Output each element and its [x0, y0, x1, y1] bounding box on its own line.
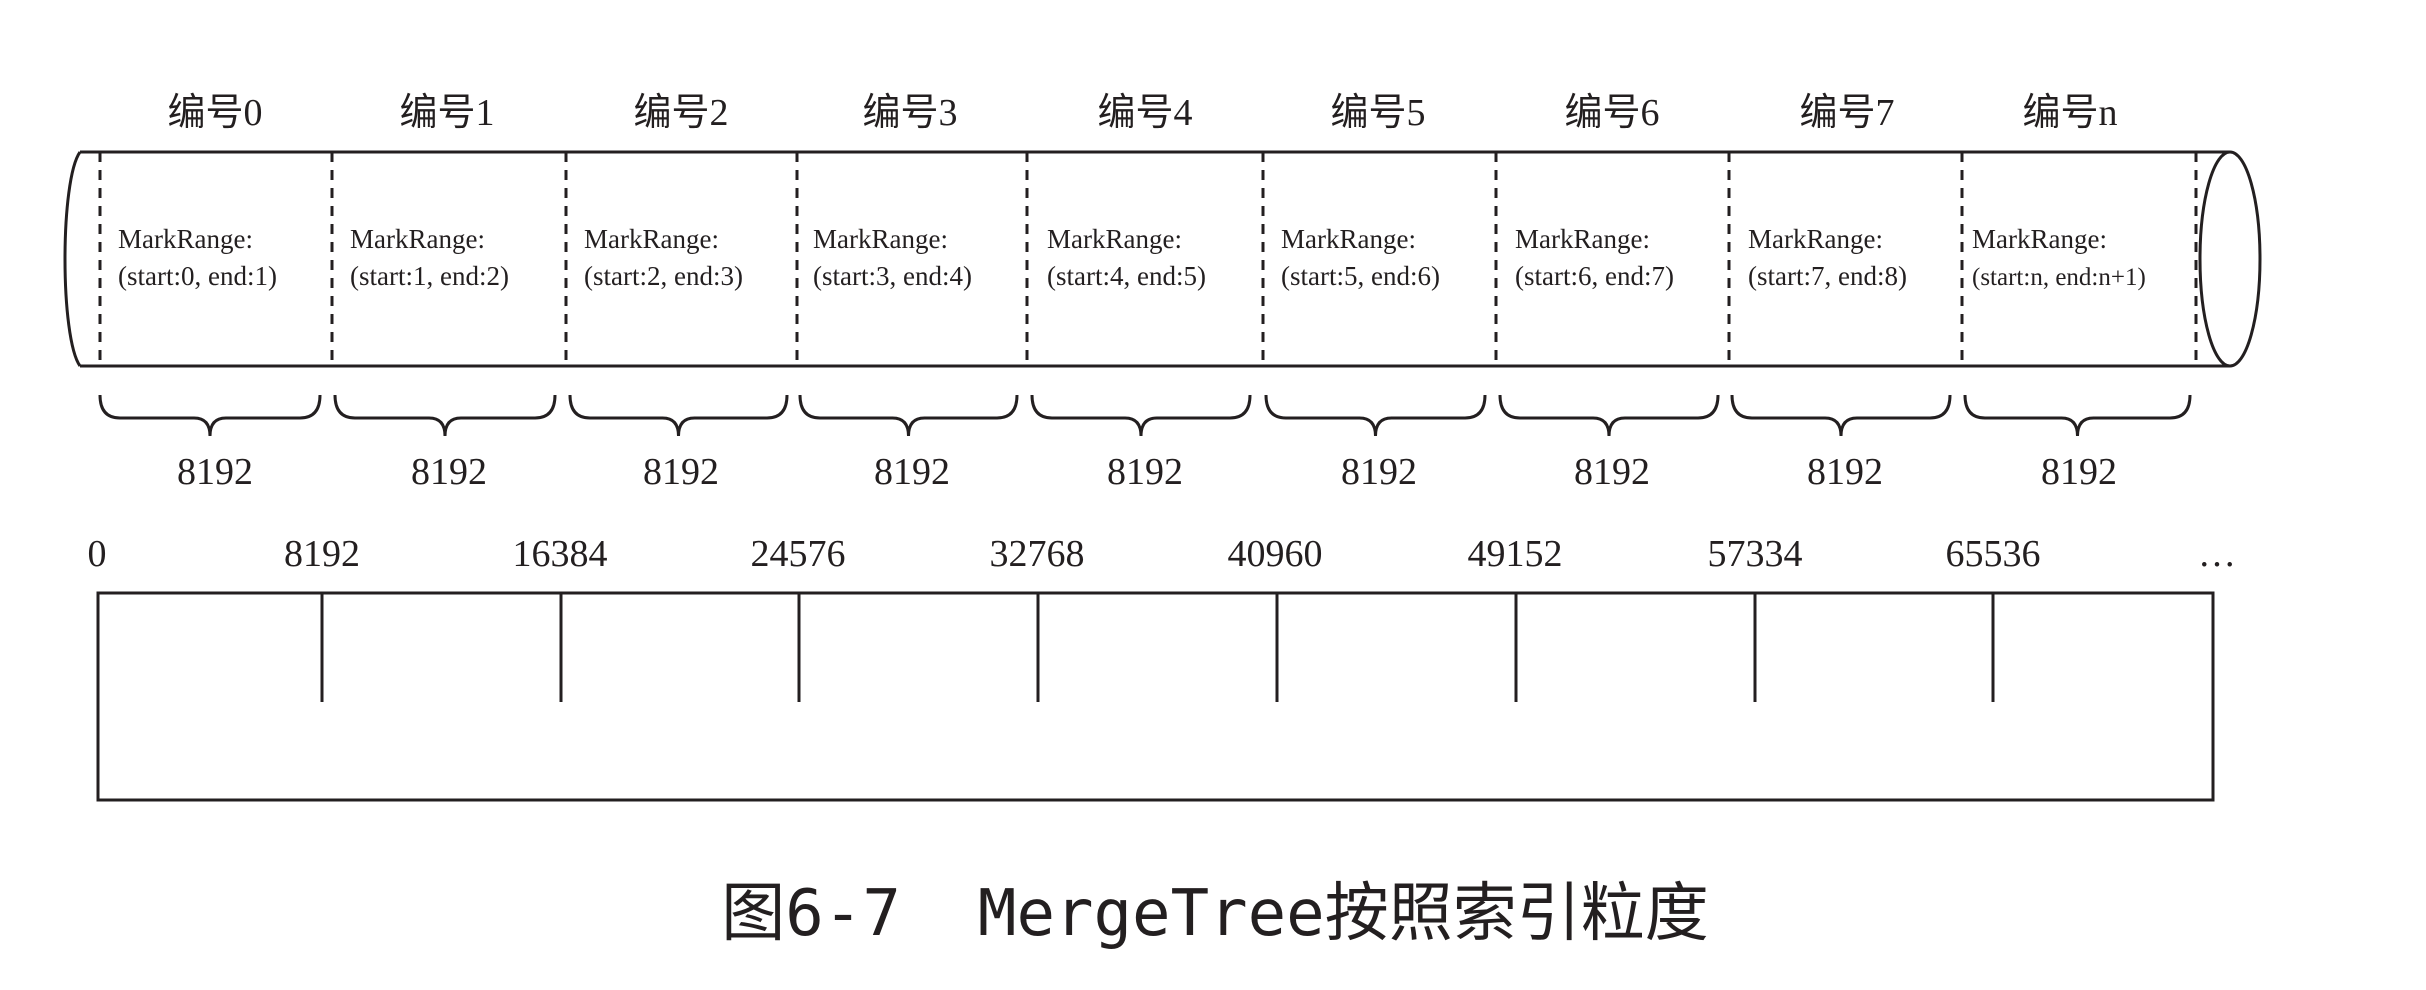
mark-range-value-1: (start:1, end:2) [350, 261, 509, 291]
mark-range-value-5: (start:5, end:6) [1281, 261, 1440, 291]
granule-size-4: 8192 [1107, 451, 1183, 493]
mark-range-value-6: (start:6, end:7) [1515, 261, 1674, 291]
row-offset-4: 32768 [990, 533, 1085, 575]
mark-range-title-4: MarkRange: [1047, 224, 1182, 254]
row-offset-7: 57334 [1708, 533, 1803, 575]
cylinder-left-cap [63, 151, 82, 367]
mark-range-title-n: MarkRange: [1972, 224, 2107, 254]
mark-range-title-6: MarkRange: [1515, 224, 1650, 254]
segment-label-4: 编号4 [1097, 92, 1192, 134]
granule-brace [1730, 394, 1952, 437]
mark-range-value-n: (start:n, end:n+1) [1972, 264, 2146, 291]
mark-ranges: MarkRange: (start:0, end:1) MarkRange: (… [118, 224, 2146, 291]
row-offset-ellipsis: … [2198, 533, 2236, 575]
granule-brace [798, 394, 1019, 437]
segment-label-0: 编号0 [167, 92, 262, 134]
granule-size-1: 8192 [411, 451, 487, 493]
segment-label-5: 编号5 [1330, 92, 1425, 134]
granule-brace [1030, 394, 1252, 437]
segment-labels: 编号0 编号1 编号2 编号3 编号4 编号5 编号6 编号7 编号n [167, 92, 2117, 134]
mark-range-value-0: (start:0, end:1) [118, 261, 277, 291]
granule-brace [1498, 394, 1720, 437]
granule-size-6: 8192 [1574, 451, 1650, 493]
mark-range-value-2: (start:2, end:3) [584, 261, 743, 291]
row-offset-6: 49152 [1468, 533, 1563, 575]
granule-size-2: 8192 [643, 451, 719, 493]
mark-range-title-0: MarkRange: [118, 224, 253, 254]
row-scale [96, 591, 2215, 802]
data-cylinder [63, 150, 2262, 368]
mark-range-title-7: MarkRange: [1748, 224, 1883, 254]
granule-size-7: 8192 [1807, 451, 1883, 493]
row-offset-5: 40960 [1228, 533, 1323, 575]
segment-label-2: 编号2 [633, 92, 728, 134]
granule-brace [568, 394, 789, 437]
cylinder-right-cap [2198, 150, 2262, 368]
segment-label-7: 编号7 [1799, 92, 1894, 134]
row-offset-2: 16384 [513, 533, 608, 575]
granule-brace [1963, 394, 2192, 437]
figure-caption: 图6-7 MergeTree按照索引粒度 [721, 877, 1708, 951]
mark-range-title-2: MarkRange: [584, 224, 719, 254]
segment-label-1: 编号1 [399, 92, 494, 134]
granule-separators [98, 152, 2198, 366]
granule-size-3: 8192 [874, 451, 950, 493]
row-offset-3: 24576 [751, 533, 846, 575]
granule-size-n: 8192 [2041, 451, 2117, 493]
mark-range-title-3: MarkRange: [813, 224, 948, 254]
mark-range-value-3: (start:3, end:4) [813, 261, 972, 291]
granule-brace [1264, 394, 1487, 437]
row-offset-1: 8192 [284, 533, 360, 575]
segment-label-3: 编号3 [862, 92, 957, 134]
mark-range-title-5: MarkRange: [1281, 224, 1416, 254]
granule-size-0: 8192 [177, 451, 253, 493]
row-offset-8: 65536 [1946, 533, 2041, 575]
mark-range-title-1: MarkRange: [350, 224, 485, 254]
segment-label-6: 编号6 [1564, 92, 1659, 134]
row-offset-0: 0 [88, 533, 107, 575]
granule-sizes: 8192 8192 8192 8192 8192 8192 8192 8192 … [177, 451, 2117, 493]
mark-range-value-7: (start:7, end:8) [1748, 261, 1907, 291]
segment-label-n: 编号n [2022, 92, 2117, 134]
row-offsets: 0 8192 16384 24576 32768 40960 49152 573… [88, 533, 2237, 575]
mark-range-value-4: (start:4, end:5) [1047, 261, 1206, 291]
granule-brace [98, 394, 322, 437]
granule-braces [98, 394, 2192, 437]
row-scale-box [96, 591, 2215, 802]
granule-size-5: 8192 [1341, 451, 1417, 493]
granule-brace [333, 394, 557, 437]
